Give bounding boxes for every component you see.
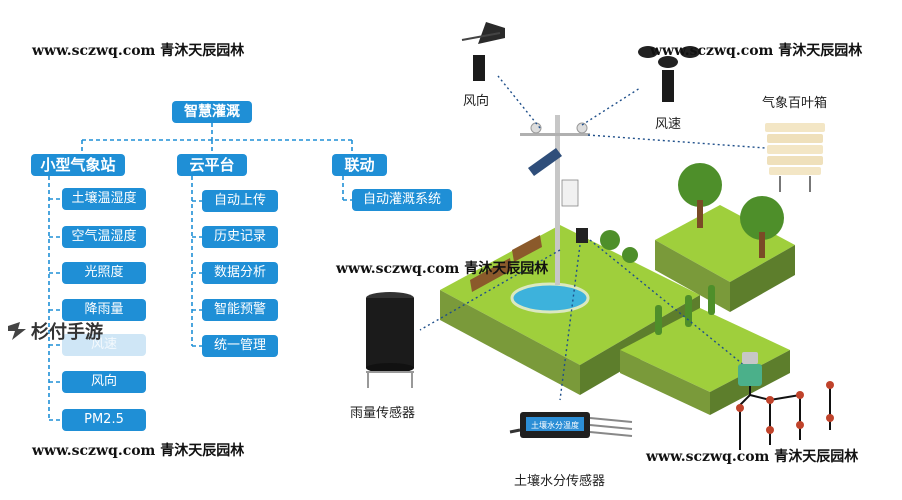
item-data-analysis: 数据分析 [202, 262, 278, 284]
louver-box-device [765, 123, 825, 192]
item-unified-management: 统一管理 [202, 335, 278, 357]
group-cloud-platform: 云平台 [177, 154, 247, 176]
watermark-center: www.sczwq.com 青沐天辰园林 [336, 261, 549, 277]
item-wind-direction: 风向 [62, 371, 146, 393]
root-node: 智慧灌溉 [172, 101, 252, 123]
group-weather-station: 小型气象站 [31, 154, 125, 176]
wind-speed-device [638, 46, 700, 102]
group-linkage: 联动 [332, 154, 387, 176]
item-rainfall: 降雨量 [62, 299, 146, 321]
logo-text: 杉付手游 [31, 322, 103, 343]
wind-direction-device [461, 22, 505, 81]
item-auto-irrigation: 自动灌溉系统 [352, 189, 452, 211]
logo-icon [8, 322, 26, 340]
item-auto-upload: 自动上传 [202, 190, 278, 212]
garden-island [440, 163, 795, 415]
label-wind-speed: 风速 [655, 117, 682, 132]
rain-gauge-device [366, 292, 414, 388]
soil-sensor-device: 土壤水分温度 [509, 412, 633, 438]
label-louver-box: 气象百叶箱 [762, 96, 828, 111]
item-smart-alert: 智能预警 [202, 299, 278, 321]
weather-station [520, 115, 590, 285]
item-wind-speed: 风速 [62, 334, 146, 356]
soil-sensor-display-text: 土壤水分温度 [531, 420, 579, 430]
watermark-bottom-right: www.sczwq.com 青沐天辰园林 [646, 449, 859, 465]
item-pm25: PM2.5 [62, 409, 146, 431]
item-soil-temp-humidity: 土壤温湿度 [62, 188, 146, 210]
item-air-temp-humidity: 空气温湿度 [62, 226, 146, 248]
drip-irrigation-device [736, 352, 834, 450]
item-history: 历史记录 [202, 226, 278, 248]
item-illuminance: 光照度 [62, 262, 146, 284]
watermark-bottom-left: www.sczwq.com 青沐天辰园林 [32, 443, 245, 459]
watermark-top-right: www.sczwq.com 青沐天辰园林 [650, 43, 863, 59]
pointer-lines [419, 75, 766, 401]
watermark-top-left: www.sczwq.com 青沐天辰园林 [32, 43, 245, 59]
logo-watermark: 杉付手游 [6, 318, 103, 344]
label-soil-sensor: 土壤水分传感器 [514, 474, 606, 489]
label-wind-direction: 风向 [463, 94, 490, 109]
label-rain-gauge: 雨量传感器 [350, 406, 416, 421]
